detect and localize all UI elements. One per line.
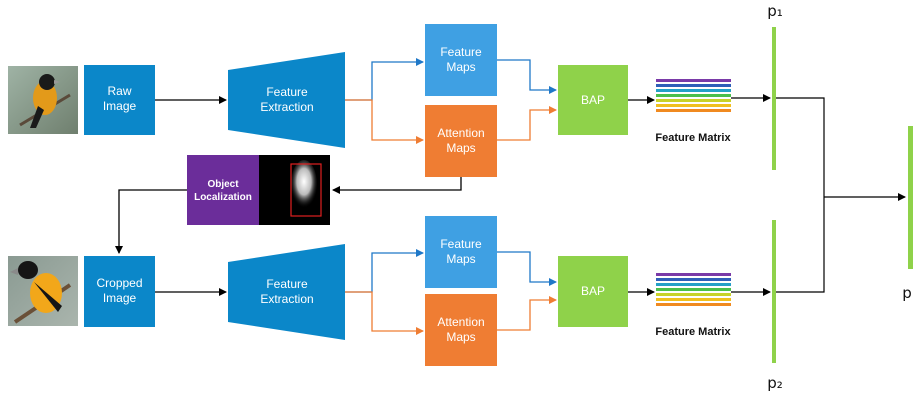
bounding-box (290, 163, 322, 217)
p2-label: p₂ (767, 374, 783, 392)
arrow-feature-to-bap-bottom (497, 251, 557, 286)
raw-image-label-1: Raw (107, 84, 131, 98)
p1-vector (772, 27, 776, 170)
attention-maps-top (425, 105, 497, 177)
bap-bottom (558, 256, 628, 327)
bap-bottom-label: BAP (581, 284, 605, 298)
cropped-bird-image (8, 256, 78, 326)
attention-maps-bottom-label-2: Maps (446, 330, 475, 344)
feature-matrix-bottom-label: Feature Matrix (655, 326, 731, 338)
feature-extraction-top-label-2: Extraction (260, 100, 313, 114)
attention-maps-bottom-label-1: Attention (437, 315, 484, 329)
raw-image-label-2: Image (103, 99, 137, 113)
feature-maps-bottom (425, 216, 497, 288)
arrow-to-feature-maps-bottom (345, 249, 424, 293)
object-localization-label-1: Object (207, 179, 239, 190)
arrow-attention-to-bap-top (497, 106, 557, 141)
arrow-attention-to-localization (332, 177, 462, 194)
raw-bird-image (8, 66, 78, 134)
attention-maps-top-label-1: Attention (437, 126, 484, 140)
attention-maps-top-label-2: Maps (446, 141, 475, 155)
feature-extraction-bottom (228, 244, 345, 340)
attention-maps-bottom (425, 294, 497, 366)
feature-extraction-top-label-1: Feature (266, 85, 308, 99)
feature-maps-top-label-1: Feature (440, 45, 482, 59)
feature-maps-bottom-label-1: Feature (440, 237, 482, 251)
p1-label: p₁ (767, 2, 783, 20)
feature-extraction-top (228, 52, 345, 148)
merge-bracket (776, 97, 825, 293)
arrow-feature-to-bap-top (497, 59, 557, 94)
feature-matrix-bottom (656, 273, 731, 306)
cropped-image-box (84, 256, 155, 327)
feature-extraction-bottom-label-2: Extraction (260, 292, 313, 306)
attention-blob (291, 160, 317, 208)
cropped-image-label-2: Image (103, 291, 137, 305)
object-localization-box (187, 155, 259, 225)
raw-image-box (84, 65, 155, 135)
arrow-to-attention-maps-bottom (345, 291, 424, 335)
arrow-to-feature-maps-top (345, 58, 424, 101)
arrow-attention-to-bap-bottom (497, 296, 557, 331)
feature-matrix-top-label: Feature Matrix (655, 132, 731, 144)
arrow-localization-to-cropped (115, 189, 187, 254)
feature-maps-top-label-2: Maps (446, 60, 475, 74)
p2-vector (772, 220, 776, 363)
feature-maps-top (425, 24, 497, 96)
feature-matrix-top (656, 79, 731, 112)
final-p-vector (908, 126, 913, 269)
bap-top-label: BAP (581, 93, 605, 107)
object-localization-label-2: Localization (194, 192, 252, 203)
cropped-image-label-1: Cropped (96, 276, 142, 290)
arrow-to-attention-maps-top (345, 99, 424, 144)
bap-top (558, 65, 628, 135)
final-p-label: p (902, 284, 912, 302)
feature-maps-bottom-label-2: Maps (446, 252, 475, 266)
feature-extraction-bottom-label-1: Feature (266, 277, 308, 291)
